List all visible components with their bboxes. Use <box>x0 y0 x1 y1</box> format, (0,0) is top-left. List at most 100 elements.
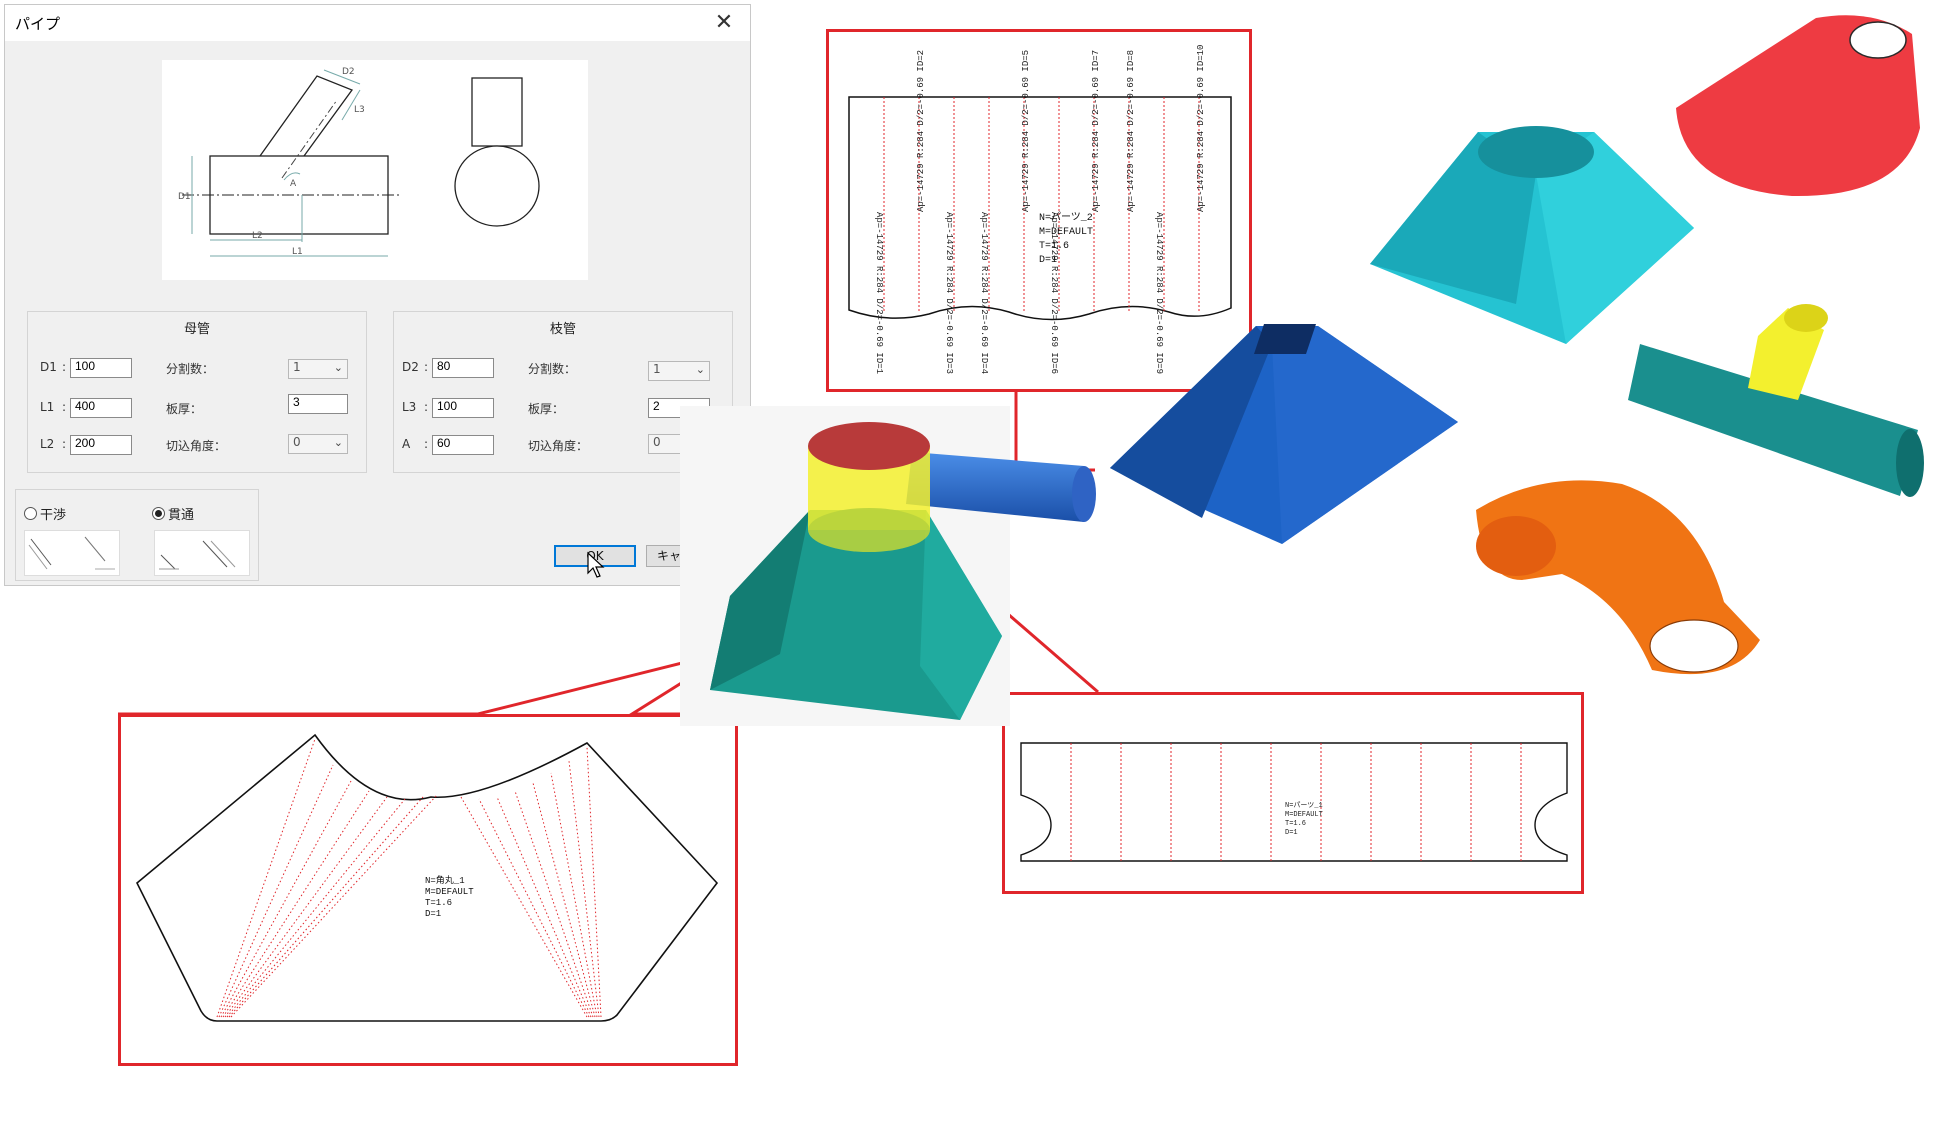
top-line-label-2: Ap=-14729 R:284 D/2=-0.69 ID=2 <box>916 50 926 212</box>
l2-label: L2 <box>252 231 263 241</box>
d2-input[interactable]: 80 <box>432 358 494 378</box>
mouse-cursor-icon <box>587 551 605 578</box>
branch-divisions-select[interactable]: 1 ⌄ <box>648 361 710 381</box>
bottom-line-label-6: Ap=-14729 R:284 D/2=-0.69 ID=6 <box>1049 212 1059 374</box>
branch-cut-angle-value: 0 <box>653 435 661 449</box>
tee-pipe-model <box>1628 304 1924 497</box>
top-line-label-10: Ap=-14729 R:284 D/2=-0.69 ID=10 <box>1196 45 1206 212</box>
cyan-pyramid-model <box>1370 126 1694 344</box>
blue-pyramid-opening <box>1254 324 1316 354</box>
chevron-down-icon: ⌄ <box>333 361 343 374</box>
cyan-pyramid-left-face <box>1370 132 1536 304</box>
top-line-label-8: Ap=-14729 R:284 D/2=-0.69 ID=8 <box>1126 50 1136 212</box>
l1-field-label: L1 <box>40 400 55 414</box>
top-part-name: N=パーツ_2 <box>1039 211 1093 224</box>
l3-input[interactable]: 100 <box>432 398 494 418</box>
orange-elbow-model <box>1476 480 1760 675</box>
pipe-diagram-svg: D1 D2 L1 L2 L3 A <box>178 67 540 257</box>
dialog-title: パイプ <box>15 15 61 33</box>
branch-pipe-outline <box>259 75 354 157</box>
top-flat-pattern-svg: Ap=-14729 R:284 D/2=-0.69 ID=2 Ap=-14729… <box>848 45 1232 374</box>
red-cylinder-cap <box>808 422 930 470</box>
branch-pipe-group: 枝管 D2 : 80 L3 : 100 A : 60 分割数： 1 ⌄ 板厚： … <box>393 311 733 473</box>
penetration-label: 貫通 <box>168 508 195 523</box>
bottom-line-label-4: Ap=-14729 R:284 D/2=-0.69 ID=4 <box>979 212 989 374</box>
right-flat-pattern-outline <box>1020 742 1568 862</box>
right-part-thickness: T=1.6 <box>1285 820 1306 828</box>
d1-input[interactable]: 100 <box>70 358 132 378</box>
main-pipe-group: 母管 D1 : 100 L1 : 400 L2 : 200 分割数： 1 ⌄ 板… <box>27 311 367 473</box>
red-cone-model <box>1676 15 1920 197</box>
left-part-extra: D=1 <box>425 909 441 919</box>
cyan-pyramid-right-face <box>1536 132 1694 344</box>
l1-label: L1 <box>292 247 303 257</box>
chevron-down-icon: ⌄ <box>333 436 343 449</box>
a-field-label: A <box>402 437 411 451</box>
main-divisions-label: 分割数： <box>166 362 215 376</box>
pipe-dialog: パイプ ✕ D1 D2 L1 L2 L3 A <box>4 4 751 586</box>
right-part-name: N=パーツ_1 <box>1285 801 1323 810</box>
red-cone <box>1676 15 1920 197</box>
l1-input[interactable]: 400 <box>70 398 132 418</box>
orange-elbow-opening-right <box>1649 619 1739 673</box>
teal-pyramid-left-face <box>710 510 810 690</box>
blue-pyramid-model <box>1110 324 1458 544</box>
left-part-material: M=DEFAULT <box>425 887 474 897</box>
yellow-cylinder-bottom <box>808 508 930 552</box>
left-flat-pattern-callout: N=角丸_1 M=DEFAULT T=1.6 D=1 <box>118 714 738 1066</box>
blue-pyramid-right-face <box>1272 326 1458 544</box>
d1-field-label: D1 <box>40 360 57 374</box>
interference-thumbnail[interactable] <box>24 530 120 576</box>
radio-selected-icon <box>152 507 165 520</box>
pipe-preview-diagram: D1 D2 L1 L2 L3 A <box>162 60 588 280</box>
bottom-line-label-9: Ap=-14729 R:284 D/2=-0.69 ID=9 <box>1154 212 1164 374</box>
a-label: A <box>290 179 297 189</box>
top-part-material: M=DEFAULT <box>1039 227 1093 238</box>
chevron-down-icon: ⌄ <box>695 363 705 376</box>
interference-label: 干渉 <box>40 508 67 523</box>
main-divisions-select[interactable]: 1 ⌄ <box>288 359 348 379</box>
blue-branch-pipe <box>906 452 1084 522</box>
main-cut-angle-select[interactable]: 0 ⌄ <box>288 434 348 454</box>
l2-input[interactable]: 200 <box>70 435 132 455</box>
side-view-circle <box>454 145 540 227</box>
l3-field-label: L3 <box>402 400 417 414</box>
dialog-title-bar[interactable]: パイプ ✕ <box>5 5 750 41</box>
main-thickness-input[interactable]: 3 <box>288 394 348 414</box>
bottom-line-label-3: Ap=-14729 R:284 D/2=-0.69 ID=3 <box>944 212 954 374</box>
blue-pyramid-left-face <box>1110 326 1272 518</box>
d2-dim-line <box>323 69 361 85</box>
branch-pipe-title: 枝管 <box>549 322 576 337</box>
right-flat-pattern-callout: N=パーツ_1 M=DEFAULT T=1.6 D=1 <box>1002 692 1584 894</box>
right-flat-pattern-svg: N=パーツ_1 M=DEFAULT T=1.6 D=1 <box>1020 742 1568 862</box>
red-cone-opening <box>1849 21 1907 59</box>
orange-elbow-opening-left <box>1476 516 1556 576</box>
l2-field-label: L2 <box>40 437 55 451</box>
left-flat-pattern-svg: N=角丸_1 M=DEFAULT T=1.6 D=1 <box>136 733 719 1022</box>
main-cut-angle-value: 0 <box>293 435 301 449</box>
penetration-thumbnail[interactable] <box>154 530 250 576</box>
central-assembly-model <box>680 406 1096 726</box>
left-part-thickness: T=1.6 <box>425 898 452 908</box>
interference-radio[interactable]: 干渉 <box>24 504 66 523</box>
branch-divisions-label: 分割数： <box>528 362 577 376</box>
top-line-label-5: Ap=-14729 R:284 D/2=-0.69 ID=5 <box>1021 50 1031 212</box>
main-cut-angle-label: 切込角度： <box>166 439 227 453</box>
main-pipe-title: 母管 <box>183 322 210 337</box>
l3-dim-line <box>341 89 361 121</box>
right-part-material: M=DEFAULT <box>1285 811 1323 819</box>
main-divisions-value: 1 <box>293 360 301 374</box>
angle-arc <box>283 172 301 181</box>
left-callout-pointer <box>118 648 735 716</box>
close-icon[interactable]: ✕ <box>714 10 734 35</box>
a-input[interactable]: 60 <box>432 435 494 455</box>
left-flat-pattern-outline <box>136 733 719 1022</box>
right-part-extra: D=1 <box>1285 829 1298 837</box>
penetration-radio[interactable]: 貫通 <box>152 504 194 523</box>
d2-label: D2 <box>342 67 355 77</box>
top-part-extra: D=1 <box>1039 255 1057 266</box>
join-options-group: 干渉 貫通 <box>15 489 259 581</box>
dark-teal-pipe-end <box>1896 429 1924 497</box>
bottom-line-label-1: Ap=-14729 R:284 D/2=-0.69 ID=1 <box>874 212 884 374</box>
top-part-thickness: T=1.6 <box>1039 241 1069 252</box>
